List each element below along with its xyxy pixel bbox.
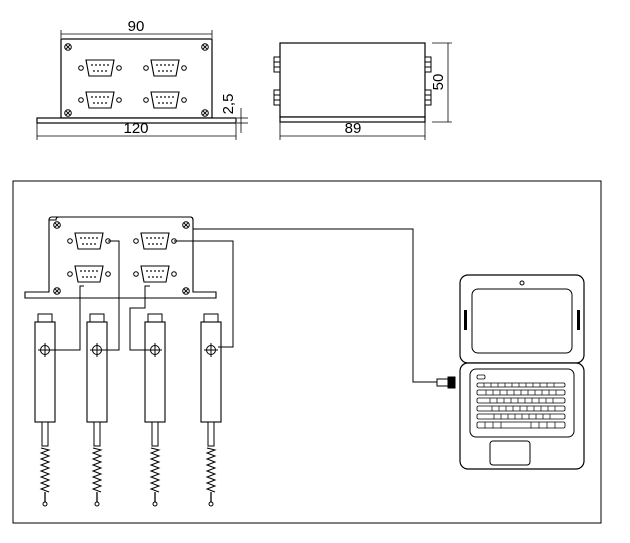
screw-icon (64, 43, 72, 51)
screw-icon (64, 109, 72, 117)
screw-icon (182, 287, 190, 295)
dimension-length (279, 122, 426, 140)
laptop-icon (459, 274, 585, 470)
height-dimension-label: 50 (430, 74, 447, 91)
housing-front-outline (60, 38, 213, 119)
usb-cable (193, 228, 437, 383)
dimension-base-width (36, 123, 237, 140)
dimension-base-thickness (237, 108, 248, 133)
screw-icon (201, 43, 209, 51)
screw-icon (53, 221, 61, 229)
usb-plug-icon (436, 376, 456, 389)
housing-side-outline (279, 42, 426, 118)
screw-icon (201, 109, 209, 117)
length-dimension-label: 89 (345, 120, 362, 137)
base-width-dimension-label: 120 (123, 120, 148, 137)
probe-cables (52, 240, 234, 351)
side-view: 89 50 (273, 42, 452, 140)
front-view: 90 120 2,5 (36, 18, 248, 140)
screw-icon (182, 221, 190, 229)
base-thickness-dimension-label: 2,5 (220, 94, 237, 115)
screw-icon (53, 287, 61, 295)
side-base-plate (279, 116, 426, 123)
connection-diagram (12, 180, 602, 524)
width-dimension-label: 90 (128, 18, 145, 35)
base-plate (36, 117, 237, 124)
dimension-width (60, 30, 213, 38)
dimension-height (432, 42, 452, 123)
interface-box (24, 216, 217, 299)
